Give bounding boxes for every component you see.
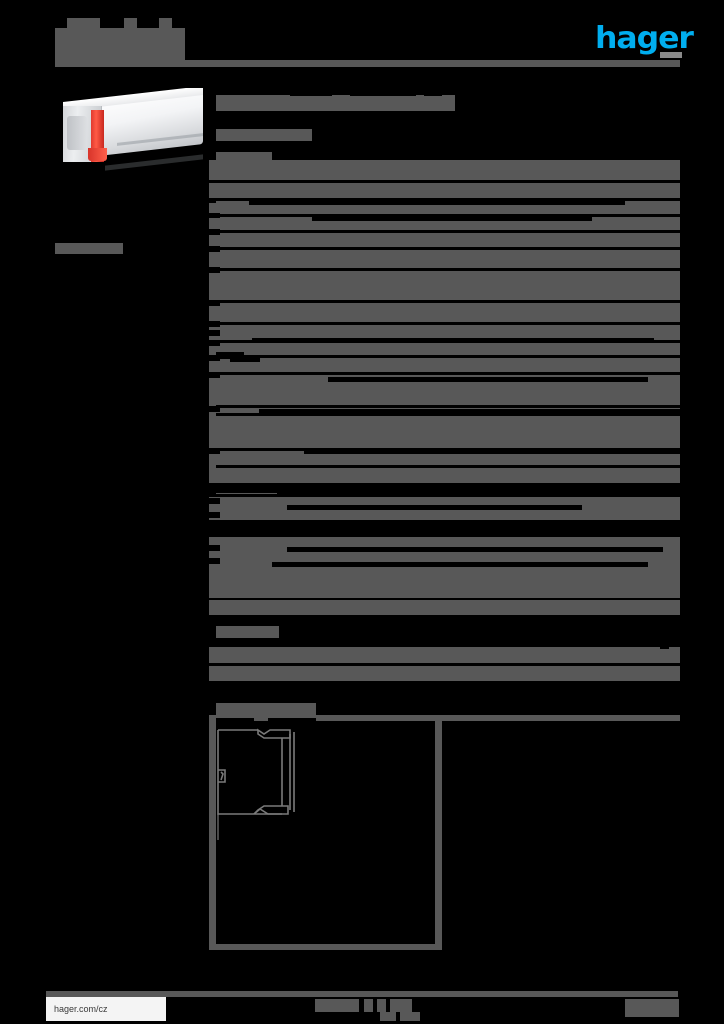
table-leader (249, 200, 625, 205)
table-row-sep (209, 644, 680, 647)
table-col-notch (209, 229, 220, 235)
table-col-notch (209, 558, 220, 564)
footer-center-redacted (364, 999, 373, 1012)
table-col-notch (209, 406, 220, 412)
header-title-notch (137, 18, 159, 28)
table-col-notch (209, 213, 220, 218)
table-col-notch (209, 512, 220, 518)
page-title-notch (424, 90, 442, 96)
hager-logo-text: hager (595, 21, 694, 56)
footer-center-redacted (380, 1012, 396, 1021)
drawings-frame-left (209, 715, 216, 950)
section-heading-technical-data (216, 152, 272, 161)
table-row-sep (216, 230, 680, 233)
table-row-sep (216, 214, 680, 217)
table-row-sep (209, 533, 680, 537)
drawings-top-rule (209, 715, 680, 721)
table-leader (304, 450, 680, 454)
table-col-notch (209, 300, 220, 306)
drawings-frame-right (435, 715, 442, 950)
sidebar-label-redacted (55, 243, 123, 254)
header-title-notch (100, 18, 124, 28)
table-row-sep (216, 322, 680, 325)
table-col-notch (209, 355, 220, 361)
table-row-sep (209, 663, 680, 666)
table-leader (272, 562, 648, 567)
table-col-notch (209, 321, 220, 327)
table-col-notch (209, 330, 220, 336)
product-red-tab (88, 148, 107, 161)
table-leader (328, 377, 648, 382)
table-row-sep (216, 198, 680, 201)
footer-page-number-redacted (625, 999, 679, 1017)
footer-center-redacted (390, 999, 412, 1012)
page-title-notch (290, 90, 332, 96)
table-row-sep (216, 405, 680, 408)
table-col-notch (209, 267, 220, 273)
header-divider (55, 60, 680, 67)
product-shadow (105, 154, 203, 171)
table-col-notch (209, 372, 220, 378)
table-col-notch (230, 355, 260, 362)
table-leader (252, 338, 654, 342)
table-col-notch (209, 498, 220, 504)
table-row-sep (216, 300, 680, 303)
hager-logo: hager (595, 24, 694, 54)
table-row-sep (209, 180, 680, 183)
table-row-sep (216, 247, 680, 250)
footer-center-redacted (400, 1012, 420, 1021)
table-col-notch (209, 448, 220, 454)
technical-data-table (209, 160, 680, 483)
drawings-rule-notch (268, 718, 316, 722)
table-row-sep (216, 448, 680, 451)
table-leader (287, 547, 663, 552)
table-leader (287, 505, 582, 510)
table-col-notch (209, 246, 220, 252)
table-row-sep (209, 598, 680, 600)
page-title-redacted (216, 95, 455, 111)
table-col-notch (209, 545, 220, 551)
subtitle-redacted (216, 129, 312, 141)
footer-url-text: hager.com/cz (54, 1004, 108, 1014)
logo-underline (660, 52, 682, 58)
table-row-sep (216, 268, 680, 271)
table-leader (259, 409, 680, 413)
drawings-frame-bottom (209, 944, 442, 950)
footer-divider (46, 991, 678, 997)
footer-url[interactable]: hager.com/cz (46, 997, 166, 1021)
table-row-sep (216, 465, 680, 468)
table-row-sep (216, 355, 680, 358)
page-title-notch (350, 90, 416, 96)
table-col-notch (660, 641, 669, 649)
section-heading-packaging (216, 626, 279, 638)
table-leader (312, 216, 592, 221)
section-heading-drawings (216, 703, 316, 715)
product-end-inner (67, 116, 87, 150)
cross-section-drawing (217, 728, 295, 840)
table-row-sep (216, 372, 680, 375)
product-photo (55, 88, 203, 176)
footer-center-redacted (315, 999, 359, 1012)
table-row-sep (209, 494, 680, 497)
header-title-notch (172, 18, 186, 28)
footer-center-redacted (377, 999, 386, 1012)
table-col-notch (209, 340, 220, 346)
header-title-notch (55, 18, 67, 28)
table-row-sep (216, 413, 680, 416)
drawings-rule-notch (216, 718, 254, 722)
table-col-notch (209, 198, 216, 203)
